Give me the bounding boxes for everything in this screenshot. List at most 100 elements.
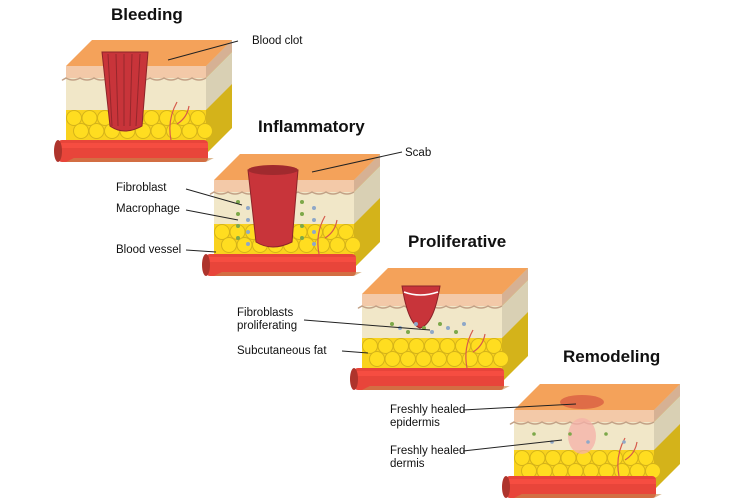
fat-globule (236, 237, 253, 253)
label-dermis-line1: Freshly healed (390, 445, 466, 457)
leader-line (185, 188, 243, 206)
label-blood-vessel: Blood vessel (116, 244, 182, 256)
fat-globule (166, 123, 182, 139)
block-side-dermis (654, 396, 680, 450)
immune-cell (246, 206, 250, 210)
fibroblast-cell (390, 322, 394, 326)
fat-globule (150, 123, 167, 139)
front-epidermis (514, 410, 654, 422)
fat-globule (369, 351, 385, 367)
dermal-cell (622, 440, 626, 444)
leader-line (341, 350, 369, 354)
block-top-face (66, 40, 232, 66)
block-side-epidermis (354, 154, 380, 192)
dermal-cell (568, 432, 572, 436)
clot-fold (107, 53, 113, 127)
immune-cell (246, 230, 250, 234)
fat-globule (431, 351, 447, 367)
label-fibroblasts-line2: proliferating (237, 320, 298, 332)
label-scab: Scab (405, 147, 432, 159)
leader-line (167, 40, 239, 61)
leader-line (185, 209, 239, 221)
fat-globule (73, 123, 89, 139)
skin-block-inflammatory (202, 154, 380, 276)
skin-block-remodeling (502, 384, 680, 498)
immune-cell (300, 224, 304, 228)
title-remodeling: Remodeling (563, 347, 661, 366)
immune-cell (300, 212, 304, 216)
block-side-epidermis (654, 384, 680, 422)
blood-vessel-highlight (506, 479, 656, 484)
block-side-dermis (206, 52, 232, 110)
fat-globule (197, 123, 213, 139)
clot-fold (129, 53, 133, 127)
skin-block-proliferative (350, 268, 528, 390)
dermal-cell (604, 432, 608, 436)
immune-cell (312, 230, 316, 234)
blood-vessel-highlight (354, 371, 504, 376)
capillaries (169, 101, 190, 141)
fat-globule (400, 351, 416, 367)
title-proliferative: Proliferative (408, 232, 507, 251)
immune-cell (312, 242, 316, 246)
leader-line (311, 151, 403, 173)
leader-line (303, 319, 431, 331)
healed-scar (560, 395, 604, 409)
fat-globule (477, 351, 494, 367)
blood-vessel-highlight (206, 257, 356, 262)
label-dermis-line2: dermis (390, 458, 425, 470)
fat-globule (181, 123, 198, 139)
fibroblast-cell (406, 330, 410, 334)
fat-globule (486, 338, 502, 354)
immune-cell (236, 200, 240, 204)
label-epidermis-line1: Freshly healed (390, 404, 466, 416)
fat-globule (190, 110, 206, 126)
immune-cell (312, 206, 316, 210)
fibroblast-cell (454, 330, 458, 334)
block-side-dermis (502, 280, 528, 338)
block-side-dermis (354, 166, 380, 224)
capillaries (465, 329, 486, 369)
healed-dermis-patch (568, 418, 596, 454)
wound-scab (247, 169, 299, 248)
immune-cell (246, 218, 250, 222)
leader-line (462, 403, 577, 411)
label-fibroblasts-line1: Fibroblasts (237, 307, 294, 319)
skin-block-bleeding (54, 40, 232, 162)
blood-vessel-highlight (58, 143, 208, 148)
fat-globule (345, 237, 361, 253)
label-blood-clot: Blood clot (252, 35, 303, 47)
scab-top (248, 165, 298, 175)
fat-globule (462, 351, 478, 367)
new-tissue-line (403, 291, 439, 296)
fibroblast-cell (446, 326, 450, 330)
leader-line (462, 439, 563, 452)
blood-vessel-end (350, 368, 358, 390)
immune-cell (236, 236, 240, 240)
block-base (362, 386, 510, 390)
fat-globule (314, 237, 330, 253)
fibroblast-cell (438, 322, 442, 326)
fat-globule (329, 237, 346, 253)
fat-globule (221, 237, 237, 253)
clot-fold (135, 53, 141, 127)
label-subcutaneous-fat: Subcutaneous fat (237, 345, 327, 357)
clot-fold (115, 53, 119, 127)
fat-globule (638, 450, 654, 466)
label-macrophage: Macrophage (116, 203, 180, 215)
fibroblast-cell (462, 322, 466, 326)
blood-vessel-end (202, 254, 210, 276)
fibroblast-cell (430, 330, 434, 334)
fat-globule (493, 351, 509, 367)
fibroblast-cell (414, 322, 418, 326)
immune-cell (236, 224, 240, 228)
healing-wound (401, 285, 441, 329)
fat-globule (384, 351, 401, 367)
block-base (66, 158, 214, 162)
block-base (514, 494, 662, 498)
immune-cell (312, 218, 316, 222)
label-epidermis-line2: epidermis (390, 417, 440, 429)
block-side-epidermis (206, 40, 232, 78)
